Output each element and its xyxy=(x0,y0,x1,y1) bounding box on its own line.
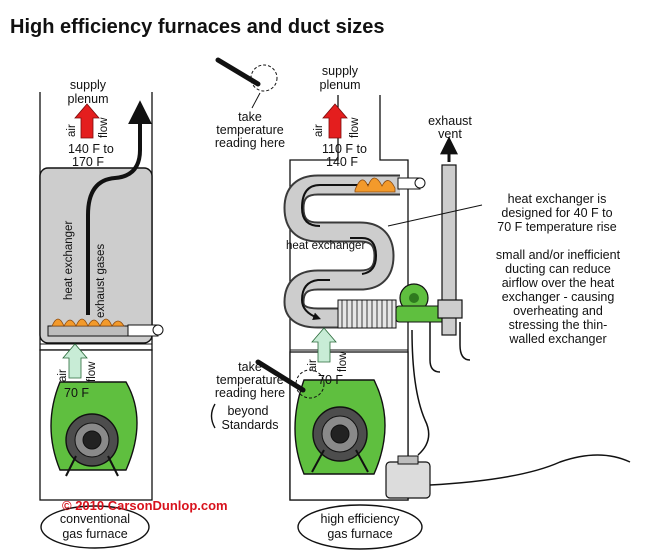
he-airflow-label-a: air xyxy=(313,124,325,137)
he-airflow-label-b: flow xyxy=(349,117,361,138)
conventional-caption-ellipse xyxy=(40,505,150,549)
he-take-temp-bottom-1: take xyxy=(238,360,262,374)
copyright-text: © 2010 CarsonDunlop.com xyxy=(62,498,228,513)
he-drain-line xyxy=(429,454,631,486)
he-take-temp-bottom-3: reading here xyxy=(215,386,285,400)
conv-caption-line2: gas furnace xyxy=(62,527,127,541)
he-take-temp-top-1: take xyxy=(238,110,262,124)
conventional-return-airflow-arrow xyxy=(62,343,88,379)
he-caption-ellipse xyxy=(297,504,423,550)
he-supply-line2: plenum xyxy=(320,78,361,92)
svg-text:conventional: conventional xyxy=(60,512,130,526)
he-return-airflow-arrow xyxy=(311,327,337,363)
he-caption-line2: gas furnace xyxy=(327,527,392,541)
he-standards-line2: Standards xyxy=(222,418,279,432)
conventional-burner-flames xyxy=(51,318,125,327)
he-exhaust-vent-line1: exhaust xyxy=(428,114,472,128)
he-take-temp-top-3: reading here xyxy=(215,136,285,150)
conv-return-airflow-b: flow xyxy=(86,361,98,382)
he-heat-exchanger xyxy=(285,176,400,327)
warning-note-line2: ducting can reduce xyxy=(505,262,611,276)
he-heat-exchanger-label: heat exchanger xyxy=(286,240,365,252)
warning-note-line7: walled exchanger xyxy=(508,332,606,346)
warning-note-line5: overheating and xyxy=(513,304,603,318)
conventional-furnace xyxy=(39,92,164,549)
he-supply-line1: supply xyxy=(322,64,359,78)
conv-exhaust-gases-label: exhaust gases xyxy=(95,244,107,318)
he-exhaust-vent-pipe xyxy=(441,164,457,336)
he-caption-line1: high efficiency xyxy=(321,512,401,526)
conv-supply-line1: supply xyxy=(70,78,107,92)
he-exhaust-vent-line2: vent xyxy=(438,127,462,141)
he-standards-line1: beyond xyxy=(227,404,268,418)
design-note-line1: heat exchanger is xyxy=(508,192,607,206)
design-note-line2: designed for 40 F to xyxy=(501,206,612,220)
conv-airflow-label-b: flow xyxy=(98,117,110,138)
warning-note-line6: stressing the thin- xyxy=(509,318,608,332)
he-condensate-pump xyxy=(385,461,431,499)
svg-text:gas furnace: gas furnace xyxy=(62,527,127,541)
thermometer-bottom xyxy=(255,359,306,393)
conventional-supply-airflow-arrow xyxy=(74,103,100,139)
svg-text:plenum: plenum xyxy=(68,92,109,106)
conv-return-airflow-a: air xyxy=(57,369,69,382)
conv-return-temp: 70 F xyxy=(64,386,89,400)
warning-note-line1: small and/or inefficient xyxy=(496,248,621,262)
he-take-temp-bottom-2: temperature xyxy=(216,373,283,387)
he-return-airflow-b: flow xyxy=(337,351,349,372)
conventional-exhaust-flue xyxy=(86,100,152,315)
conventional-heat-exchanger xyxy=(39,167,153,344)
he-supply-temp-line1: 110 F to xyxy=(322,142,367,156)
he-supply-airflow-arrow xyxy=(322,103,348,139)
conv-supply-temp-line2: 170 F xyxy=(72,155,104,169)
he-return-temp: 70 F xyxy=(318,373,343,387)
high-efficiency-furnace xyxy=(210,57,631,550)
diagram-title: High efficiency furnaces and duct sizes xyxy=(10,16,385,38)
warning-note-line3: airflow over the heat xyxy=(502,276,615,290)
he-return-airflow-a: air xyxy=(307,359,319,372)
thermometer-top xyxy=(215,57,261,87)
conv-airflow-label-a: air xyxy=(66,124,78,137)
conv-heat-exchanger-label: heat exchanger xyxy=(63,221,75,300)
he-supply-temp-line2: 140 F xyxy=(326,155,358,169)
conv-supply-temp-line1: 140 F to xyxy=(68,142,114,156)
warning-note-line4: exchanger - causing xyxy=(502,290,615,304)
svg-text:supply: supply xyxy=(70,78,107,92)
conv-supply-line2: plenum xyxy=(68,92,109,106)
conv-caption-line1: conventional xyxy=(60,512,130,526)
he-take-temp-top-2: temperature xyxy=(216,123,283,137)
design-note-line3: 70 F temperature rise xyxy=(497,220,617,234)
he-burner-flames xyxy=(354,177,396,193)
